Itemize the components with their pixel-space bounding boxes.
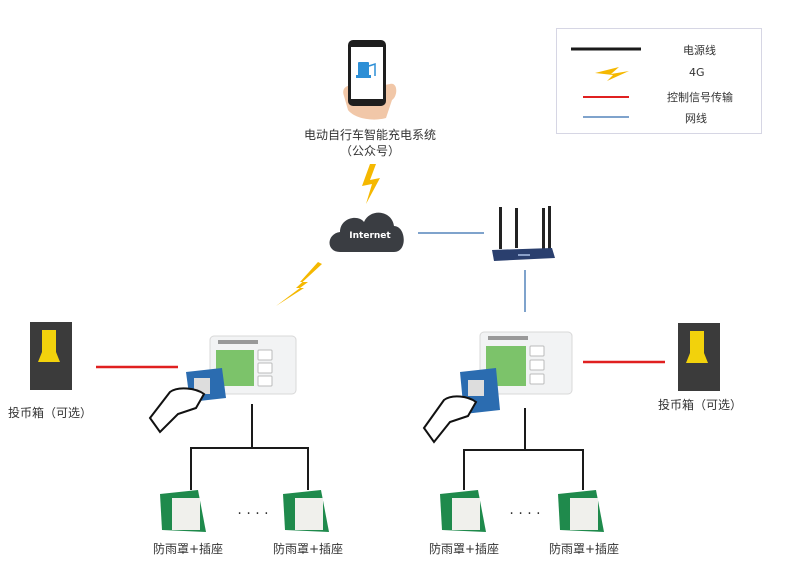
socket-1-icon bbox=[160, 490, 206, 532]
router-icon bbox=[492, 206, 555, 261]
coin-box-right-icon bbox=[678, 323, 720, 391]
legend: 电源线 4G 控制信号传输 网线 bbox=[556, 28, 762, 134]
legend-label-network: 网线 bbox=[685, 112, 707, 125]
socket-label-2: 防雨罩+插座 bbox=[272, 542, 344, 556]
coin-box-right-label: 投币箱（可选） bbox=[657, 398, 742, 412]
qr-card-hand-right bbox=[422, 368, 500, 444]
cloud-label: Internet bbox=[349, 231, 391, 241]
legend-label-control: 控制信号传输 bbox=[667, 91, 733, 104]
smartphone-icon bbox=[343, 40, 397, 120]
internet-cloud-icon bbox=[329, 212, 404, 252]
socket-4-icon bbox=[558, 490, 604, 532]
power-branch-right bbox=[463, 449, 584, 490]
legend-label-4g: 4G bbox=[689, 66, 705, 79]
legend-label-power: 电源线 bbox=[683, 44, 716, 57]
ellipsis-left: · · · · bbox=[237, 506, 269, 522]
power-branch-left bbox=[190, 447, 309, 490]
4g-bolt-phone-icon bbox=[362, 164, 380, 204]
charging-controller-left bbox=[209, 335, 297, 395]
coin-box-left-icon bbox=[30, 322, 72, 390]
socket-2-icon bbox=[283, 490, 329, 532]
legend-4g-bolt-icon bbox=[595, 67, 629, 81]
4g-bolt-controller-icon bbox=[276, 262, 322, 306]
charging-controller-right bbox=[479, 331, 573, 395]
coin-box-left-label: 投币箱（可选） bbox=[7, 406, 92, 420]
legend-swatches bbox=[571, 47, 641, 118]
ellipsis-right: · · · · bbox=[509, 506, 541, 522]
phone-label-line2: （公众号） bbox=[339, 144, 400, 158]
socket-label-1: 防雨罩+插座 bbox=[152, 542, 224, 556]
phone-label-line1: 电动自行车智能充电系统 bbox=[303, 128, 436, 142]
socket-label-4: 防雨罩+插座 bbox=[548, 542, 620, 556]
socket-3-icon bbox=[440, 490, 486, 532]
socket-label-3: 防雨罩+插座 bbox=[428, 542, 500, 556]
qr-card-hand-left bbox=[148, 368, 226, 434]
